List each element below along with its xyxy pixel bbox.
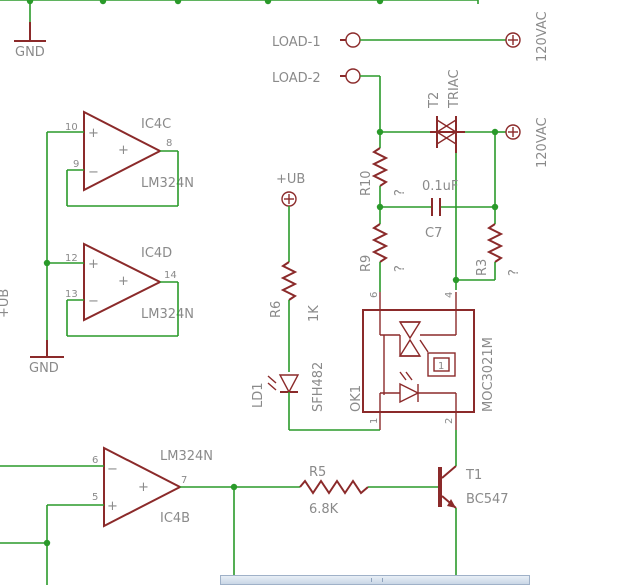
ic4d-name: IC4D (141, 246, 172, 261)
r6-value: 1K (307, 305, 322, 322)
ic4b-value: LM324N (160, 449, 213, 464)
ic4c-value: LM324N (141, 176, 194, 191)
ic4d-pin12: 12 (65, 253, 78, 264)
r10-value: ? (393, 189, 408, 196)
r5-name: R5 (309, 465, 326, 480)
r9-name: R9 (359, 255, 374, 272)
led-driver: +UB R6 1K LD1 SFH482 (251, 172, 380, 431)
scrollbar-grip-icon[interactable] (371, 578, 383, 582)
vac-label-mid: 120VAC (535, 117, 550, 168)
ic4b-pin6: 6 (92, 455, 98, 466)
ok1-pin4: 4 (444, 292, 455, 298)
ic4c-name: IC4C (141, 117, 171, 132)
ic4c-pin8: 8 (166, 138, 172, 149)
load-terminals: LOAD-1 120VAC LOAD-2 (272, 11, 550, 132)
edge-fragment-label: +UB (0, 289, 12, 318)
ic4d-plus-symbol: + (88, 257, 99, 272)
ic4d-center-plus: + (118, 274, 129, 289)
r5-value: 6.8K (309, 502, 339, 517)
opamp-ic4b: LM324N IC4B 6 5 7 − + + (0, 446, 300, 585)
opamp-ic4d: IC4D LM324N 12 13 14 + − + (43, 242, 194, 337)
optocoupler-ok1: 6 4 1 2 1 OK1 MOC3021M (349, 292, 496, 430)
ic4b-name: IC4B (160, 511, 190, 526)
ic4c-plus-symbol: + (88, 126, 99, 141)
ic4b-plus-symbol: + (107, 499, 118, 514)
ic4b-center-plus: + (138, 480, 149, 495)
ic4b-minus-symbol: − (107, 462, 118, 477)
gnd-label-mid: GND (29, 361, 59, 376)
c7-value: 0.1uF (422, 179, 458, 194)
r10-name: R10 (359, 170, 374, 196)
opamp-ic4c: IC4C LM324N 10 9 8 + − + (47, 110, 194, 207)
top-bus (0, 0, 478, 22)
t1-name: T1 (465, 468, 482, 483)
ok1-pin1: 1 (369, 418, 380, 424)
ic4c-pin10: 10 (65, 122, 78, 133)
t2-name: T2 (427, 92, 442, 109)
gnd-label-top: GND (15, 45, 45, 60)
ic4c-minus-symbol: − (88, 165, 99, 180)
ok1-pin6: 6 (369, 292, 380, 298)
c7-name: C7 (425, 226, 442, 241)
ok1-pin2: 2 (444, 418, 455, 424)
load1-label: LOAD-1 (272, 35, 321, 50)
r3-value: ? (507, 269, 522, 276)
ic4d-minus-symbol: − (88, 294, 99, 309)
ub-label: +UB (276, 172, 305, 187)
t1-value: BC547 (466, 492, 509, 507)
ic4b-pin5: 5 (92, 492, 98, 503)
ok1-value: MOC3021M (481, 337, 496, 412)
ok1-name: OK1 (349, 385, 364, 412)
ic4d-pin14: 14 (164, 270, 177, 281)
ic4b-pin7: 7 (181, 475, 187, 486)
gnd-symbol-top: GND (14, 22, 46, 60)
r5-t1-stage: R5 6.8K T1 BC547 (299, 430, 509, 585)
ok1-inner-label: 1 (438, 361, 444, 372)
r9-value: ? (393, 265, 408, 272)
triac-t2: T2 TRIAC 120VAC (376, 69, 550, 290)
ic4c-pin9: 9 (73, 159, 79, 170)
ic4c-center-plus: + (118, 143, 129, 158)
left-bus-gnd: GND +UB (0, 132, 64, 376)
horizontal-scrollbar[interactable] (220, 575, 530, 585)
r6-name: R6 (269, 301, 284, 318)
load2-label: LOAD-2 (272, 71, 321, 86)
ld1-value: SFH482 (311, 362, 326, 412)
ic4d-pin13: 13 (65, 289, 78, 300)
r3-name: R3 (475, 259, 490, 276)
ld1-name: LD1 (251, 382, 266, 408)
t2-value: TRIAC (447, 69, 462, 109)
vac-label-top: 120VAC (535, 11, 550, 62)
ic4d-value: LM324N (141, 307, 194, 322)
snubber-network: R10 ? 0.1uF C7 R9 ? R3 ? (359, 132, 522, 292)
